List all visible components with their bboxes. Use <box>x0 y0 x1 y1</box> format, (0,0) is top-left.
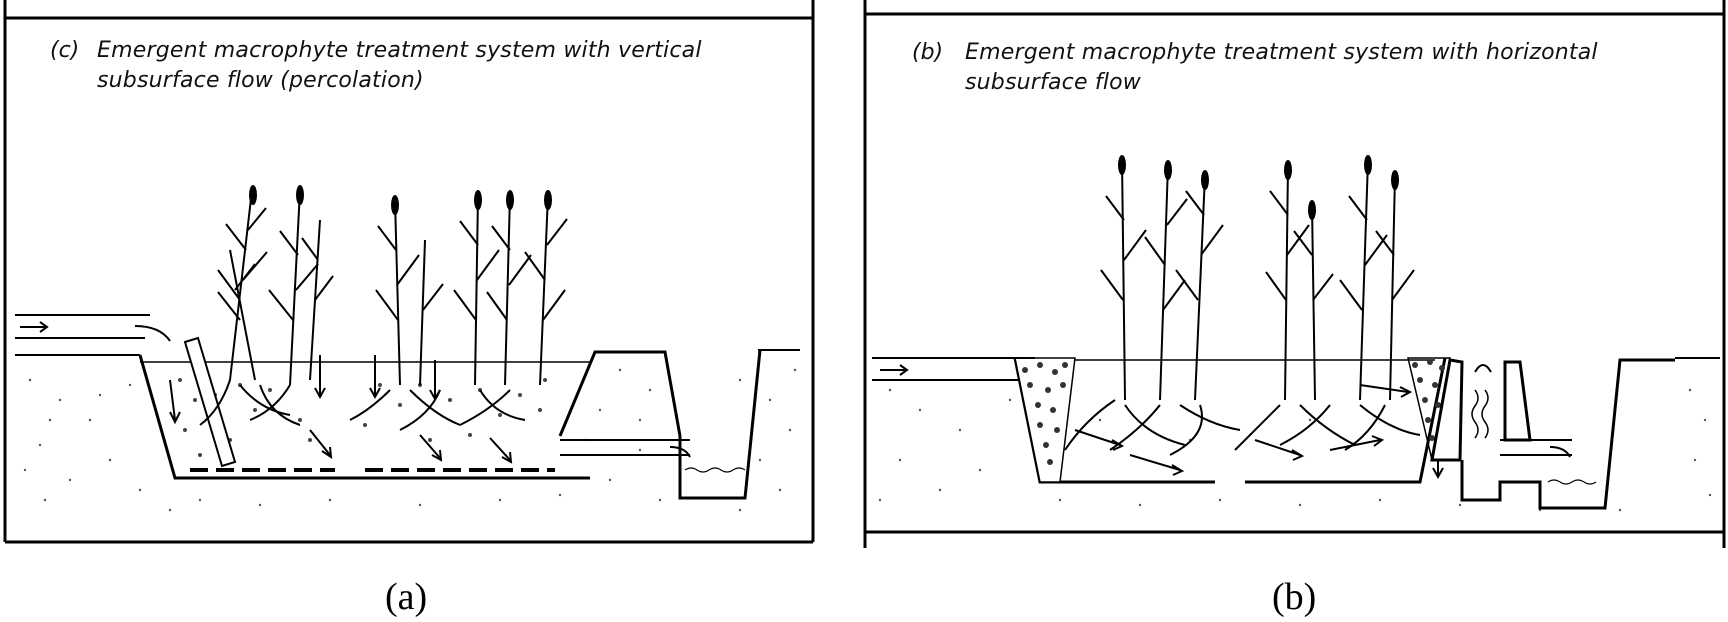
outlet-gravel-zone <box>1407 357 1451 461</box>
root-system <box>1064 399 1421 456</box>
vertical-flow-illustration <box>3 0 815 544</box>
distribution-pipe <box>183 336 237 468</box>
inlet-pipe <box>15 314 171 342</box>
soil-stipple <box>23 368 797 512</box>
reed-flowerheads <box>249 185 552 215</box>
figure-caption: (b) <box>1272 576 1317 618</box>
outlet-pipe <box>560 439 691 458</box>
diagram-title-line2: subsurface flow <box>965 70 1141 95</box>
inlet-gravel-zone <box>1014 357 1076 483</box>
diagram-vertical-flow: (c) Emergent macrophyte treatment system… <box>0 0 820 618</box>
dyke <box>558 350 682 437</box>
diagram-title-line1: Emergent macrophyte treatment system wit… <box>965 40 1598 65</box>
panel-tag: (b) <box>912 40 944 65</box>
soil-stipple <box>878 388 1712 512</box>
diagram-horizontal-flow: (b) Emergent macrophyte treatment system… <box>860 0 1728 618</box>
reed-plants <box>217 189 568 386</box>
panel-tag: (c) <box>50 38 80 63</box>
diagram-title-line1: Emergent macrophyte treatment system wit… <box>97 38 702 63</box>
figure-caption: (a) <box>385 576 428 618</box>
outlet-tank <box>678 349 762 500</box>
gravel-fill <box>1022 359 1445 465</box>
inlet-pipe <box>872 357 1035 381</box>
reed-flowerheads <box>1118 155 1399 220</box>
root-system <box>199 379 526 431</box>
gravel-fill <box>178 378 547 457</box>
basin-outline <box>138 354 590 480</box>
flow-arrows <box>1074 384 1444 480</box>
reed-plants <box>1100 159 1415 401</box>
horizontal-flow-illustration <box>863 0 1726 548</box>
flow-arrows <box>169 355 513 464</box>
diagram-title-line2: subsurface flow (percolation) <box>97 68 424 93</box>
outlet-structure <box>1430 358 1675 510</box>
